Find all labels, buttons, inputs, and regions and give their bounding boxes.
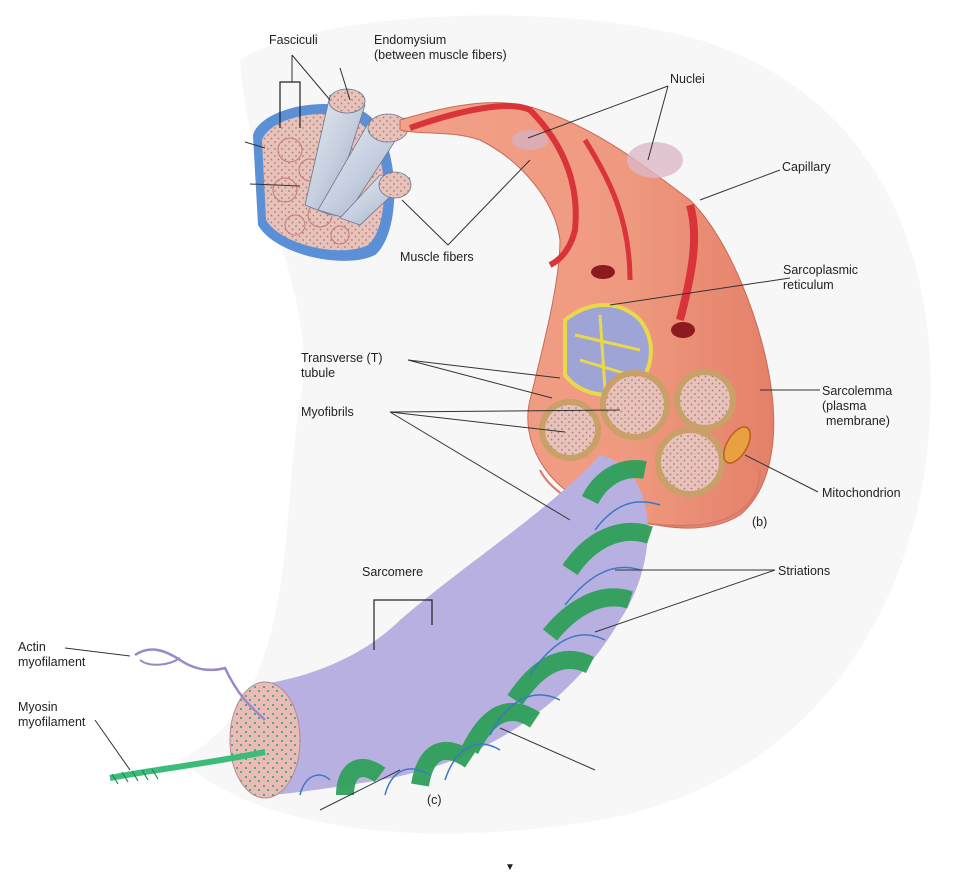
myofibril-cross-sections [539,369,736,497]
label-panel-b: (b) [752,515,768,529]
label-myofibrils: Myofibrils [301,405,354,419]
muscle-fiber [399,102,775,529]
label-t-tubule: Transverse (T)tubule [301,351,383,380]
label-mitochondrion: Mitochondrion [822,486,901,500]
label-muscle-fibers: Muscle fibers [400,250,474,264]
myofibril-end-face [229,681,301,799]
marker-arrow: ▼ [505,862,515,873]
label-endomysium: Endomysium(between muscle fibers) [374,33,507,62]
label-sarcomere: Sarcomere [362,565,424,579]
label-panel-c: (c) [427,793,442,807]
mitochondrion-shape [723,426,751,464]
fascicle-cylinders [304,88,412,226]
label-striations: Striations [778,564,831,578]
myofibril [109,455,661,799]
label-capillary: Capillary [782,160,831,174]
leader-lines [64,54,820,811]
actin-filament [134,648,266,721]
fascicle-bundle [253,88,412,261]
label-nuclei: Nuclei [670,72,705,86]
label-fasciculi: Fasciculi [269,33,318,47]
